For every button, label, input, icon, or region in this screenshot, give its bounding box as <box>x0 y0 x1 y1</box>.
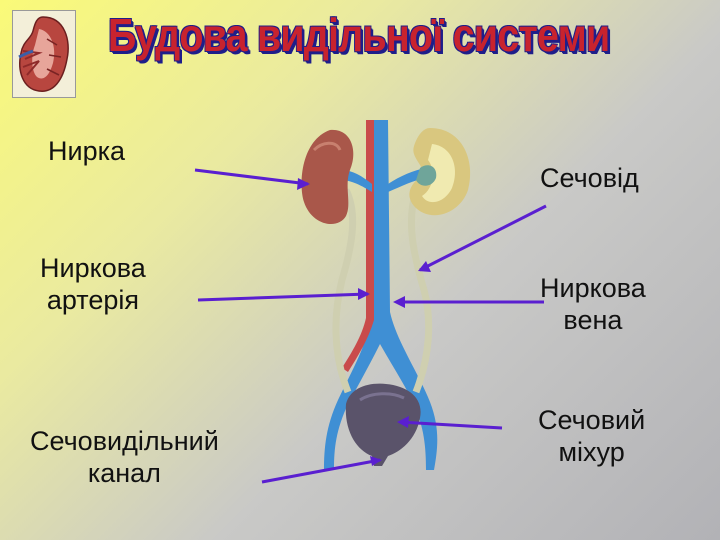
pointer-lines <box>194 168 547 484</box>
pointer-kidney <box>194 168 309 186</box>
vena-cava <box>324 120 438 470</box>
left-kidney <box>301 129 354 225</box>
right-ureter <box>407 190 433 394</box>
label-bladder-line-2: міхур <box>558 437 625 468</box>
label-urethra-line-2: канал <box>87 458 161 489</box>
label-bladder: Сечовий міхур <box>538 404 645 469</box>
pointer-heads <box>297 178 431 466</box>
right-renal-vein <box>388 168 426 192</box>
label-urethra-line-1: Сечовидільний <box>30 426 219 456</box>
label-renal-artery-line-1: Ниркова <box>40 253 146 283</box>
label-bladder-line-1: Сечовий <box>538 405 646 435</box>
label-renal-artery: Ниркова артерія <box>40 252 146 317</box>
label-renal-vein: Ниркова вена <box>540 272 646 337</box>
label-renal-vein-line-2: вена <box>563 305 623 336</box>
urinary-bladder <box>345 383 421 466</box>
label-urethra: Сечовидільний канал <box>30 425 219 490</box>
pointer-renal-artery <box>197 292 369 302</box>
label-kidney: Нирка <box>48 136 126 166</box>
left-ureter <box>332 188 357 394</box>
label-renal-artery-line-2: артерія <box>46 285 139 316</box>
kidney-cross-section-image <box>12 10 76 98</box>
label-ureter: Сечовід <box>540 163 639 193</box>
pointer-ureter <box>419 204 547 272</box>
slide-title: Будова видільної системи <box>107 9 610 61</box>
label-renal-vein-line-1: Ниркова <box>540 273 646 303</box>
pointer-bladder <box>399 420 503 430</box>
pointer-urethra <box>261 458 381 484</box>
